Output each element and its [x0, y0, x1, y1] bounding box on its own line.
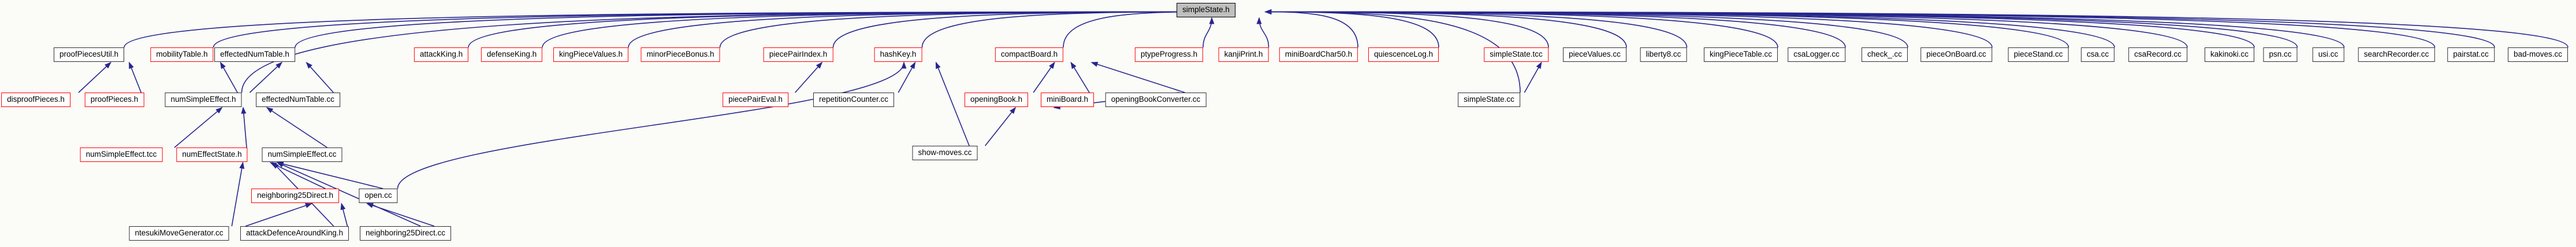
graph-node-open_cc[interactable]: open.cc: [359, 189, 398, 203]
graph-node-bad_moves_cc[interactable]: bad-moves.cc: [2507, 47, 2568, 62]
include-edge-show_moves_cc-to-hashKey_h: [935, 61, 970, 146]
graph-node-check__cc[interactable]: check_.cc: [1861, 47, 1908, 62]
graph-node-numSimpleEffect_cc[interactable]: numSimpleEffect.cc: [262, 148, 343, 162]
graph-node-defenseKing_h[interactable]: defenseKing.h: [481, 47, 543, 62]
graph-node-piecePairIndex_h[interactable]: piecePairIndex.h: [763, 47, 833, 62]
include-edge-proofPieces_h-to-proofPiecesUtil_h: [128, 61, 142, 93]
include-edge-kingPieceValues_h-to-simpleState_h: [628, 9, 1207, 48]
include-edge-neighboring25Direct_cc-to-neighboring25Direct_h: [366, 203, 435, 227]
graph-node-simpleState_h: simpleState.h: [1177, 3, 1235, 17]
graph-node-miniBoardChar50_h[interactable]: miniBoardChar50.h: [1279, 47, 1358, 62]
include-edge-simpleState_cc-to-simpleState_h: [1264, 9, 1521, 93]
include-edge-piecePairIndex_h-to-simpleState_h: [832, 9, 1207, 48]
include-edge-show_moves_cc-to-openingBook_h: [985, 106, 1017, 146]
graph-node-simpleState_tcc[interactable]: simpleState.tcc: [1484, 47, 1548, 62]
include-edge-pairstat_cc-to-simpleState_h: [1264, 9, 2495, 48]
include-edge-disproofPieces_h-to-proofPiecesUtil_h: [78, 61, 111, 93]
graph-node-repetitionCounter_cc[interactable]: repetitionCounter.cc: [813, 93, 895, 107]
graph-node-openingBookConverter_cc[interactable]: openingBookConverter.cc: [1105, 93, 1207, 107]
graph-node-piecePairEval_h[interactable]: piecePairEval.h: [723, 93, 788, 107]
graph-node-kingPieceValues_h[interactable]: kingPieceValues.h: [553, 47, 629, 62]
include-edge-attackDefenceAroundKing_h-to-neighboring25Direct_h: [340, 202, 348, 227]
graph-node-numSimpleEffect_tcc[interactable]: numSimpleEffect.tcc: [80, 148, 163, 162]
include-edge-repetitionCounter_cc-to-hashKey_h: [898, 61, 916, 93]
include-edge-openingBookConverter_cc-to-compactBoard_h: [1090, 61, 1185, 93]
include-edge-effectedNumTable_cc-to-effectedNumTable_h: [306, 61, 334, 93]
graph-node-disproofPieces_h[interactable]: disproofPieces.h: [1, 93, 70, 107]
graph-node-numEffectState_h[interactable]: numEffectState.h: [176, 148, 248, 162]
graph-node-ptypeProgress_h[interactable]: ptypeProgress.h: [1134, 47, 1204, 62]
graph-node-numSimpleEffect_h[interactable]: numSimpleEffect.h: [165, 93, 242, 107]
include-edge-numSimpleEffect_h-to-effectedNumTable_h: [249, 61, 282, 93]
graph-node-csa_cc[interactable]: csa.cc: [2080, 47, 2115, 62]
include-edge-piecePairEval_h-to-piecePairIndex_h: [795, 61, 823, 93]
include-edge-minorPieceBonus_h-to-simpleState_h: [719, 9, 1207, 48]
graph-node-pairstat_cc[interactable]: pairstat.cc: [2447, 47, 2495, 62]
include-edge-open_cc-to-numEffectState_h: [276, 161, 384, 189]
include-edge-miniBoardChar50_h-to-simpleState_h: [1264, 9, 1358, 48]
graph-node-effectedNumTable_cc[interactable]: effectedNumTable.cc: [256, 93, 340, 107]
graph-node-pieceOnBoard_cc[interactable]: pieceOnBoard.cc: [1920, 47, 1992, 62]
graph-node-effectedNumTable_h[interactable]: effectedNumTable.h: [214, 47, 295, 62]
include-edge-openingBook_h-to-compactBoard_h: [1033, 61, 1055, 93]
graph-node-ntesukiMoveGenerator_cc[interactable]: ntesukiMoveGenerator.cc: [129, 226, 229, 241]
graph-node-kingPieceTable_cc[interactable]: kingPieceTable.cc: [1703, 47, 1778, 62]
include-edge-ntesukiMoveGenerator_cc-to-neighboring25Direct_h: [245, 203, 312, 227]
include-edge-ntesukiMoveGenerator_cc-to-numEffectState_h: [231, 161, 245, 227]
graph-node-searchRecorder_cc[interactable]: searchRecorder.cc: [2358, 47, 2435, 62]
graph-node-quiescenceLog_h[interactable]: quiescenceLog.h: [1368, 47, 1439, 62]
graph-node-attackDefenceAroundKing_h[interactable]: attackDefenceAroundKing.h: [240, 226, 349, 241]
graph-node-openingBook_h[interactable]: openingBook.h: [964, 93, 1029, 107]
include-edge-neighboring25Direct_cc-to-numEffectState_h: [276, 162, 421, 227]
include-edge-pieceValues_cc-to-simpleState_h: [1264, 9, 1627, 48]
graph-node-show_moves_cc[interactable]: show-moves.cc: [912, 146, 978, 160]
include-edge-neighboring25Direct_h-to-numEffectState_h: [269, 162, 326, 189]
graph-node-simpleState_cc[interactable]: simpleState.cc: [1458, 93, 1520, 107]
graph-node-proofPiecesUtil_h[interactable]: proofPiecesUtil.h: [53, 47, 125, 62]
include-edge-bad_moves_cc-to-simpleState_h: [1264, 9, 2568, 48]
include-edge-ptypeProgress_h-to-simpleState_h: [1203, 17, 1215, 48]
graph-node-neighboring25Direct_cc[interactable]: neighboring25Direct.cc: [359, 226, 452, 241]
graph-node-miniBoard_h[interactable]: miniBoard.h: [1040, 93, 1095, 107]
graph-node-hashKey_h[interactable]: hashKey.h: [874, 47, 922, 62]
include-edge-simpleState_cc-to-simpleState_tcc: [1524, 61, 1542, 93]
include-edge-numEffectState_h-to-numSimpleEffect_h: [241, 106, 247, 148]
include-edge-kanjiPrint_h-to-simpleState_h: [1256, 17, 1270, 48]
include-edge-numSimpleEffect_h-to-mobilityTable_h: [220, 61, 238, 93]
include-edge-miniBoard_h-to-compactBoard_h: [1070, 61, 1090, 93]
graph-node-csaLogger_cc[interactable]: csaLogger.cc: [1788, 47, 1845, 62]
graph-node-liberty8_cc[interactable]: liberty8.cc: [1640, 47, 1687, 62]
include-edge-open_cc-to-hashKey_h: [397, 61, 907, 189]
graph-node-pieceStand_cc[interactable]: pieceStand.cc: [2008, 47, 2069, 62]
include-edge-numSimpleEffect_tcc-to-numSimpleEffect_h: [174, 107, 223, 148]
include-edge-numSimpleEffect_h-to-simpleState_h: [241, 9, 1207, 93]
graph-node-pieceValues_cc[interactable]: pieceValues.cc: [1563, 47, 1626, 62]
graph-node-proofPieces_h[interactable]: proofPieces.h: [84, 93, 144, 107]
graph-node-kakinoki_cc[interactable]: kakinoki.cc: [2204, 47, 2255, 62]
graph-node-kanjiPrint_h[interactable]: kanjiPrint.h: [1218, 47, 1269, 62]
graph-node-neighboring25Direct_h[interactable]: neighboring25Direct.h: [251, 189, 340, 203]
include-edge-numSimpleEffect_cc-to-numSimpleEffect_h: [266, 107, 327, 148]
graph-node-usi_cc[interactable]: usi.cc: [2312, 47, 2344, 62]
graph-node-minorPieceBonus_h[interactable]: minorPieceBonus.h: [641, 47, 720, 62]
graph-node-attackKing_h[interactable]: attackKing.h: [414, 47, 469, 62]
graph-node-csaRecord_cc[interactable]: csaRecord.cc: [2128, 47, 2187, 62]
graph-node-compactBoard_h[interactable]: compactBoard.h: [995, 47, 1064, 62]
graph-node-psn_cc[interactable]: psn.cc: [2263, 47, 2298, 62]
graph-node-mobilityTable_h[interactable]: mobilityTable.h: [150, 47, 214, 62]
